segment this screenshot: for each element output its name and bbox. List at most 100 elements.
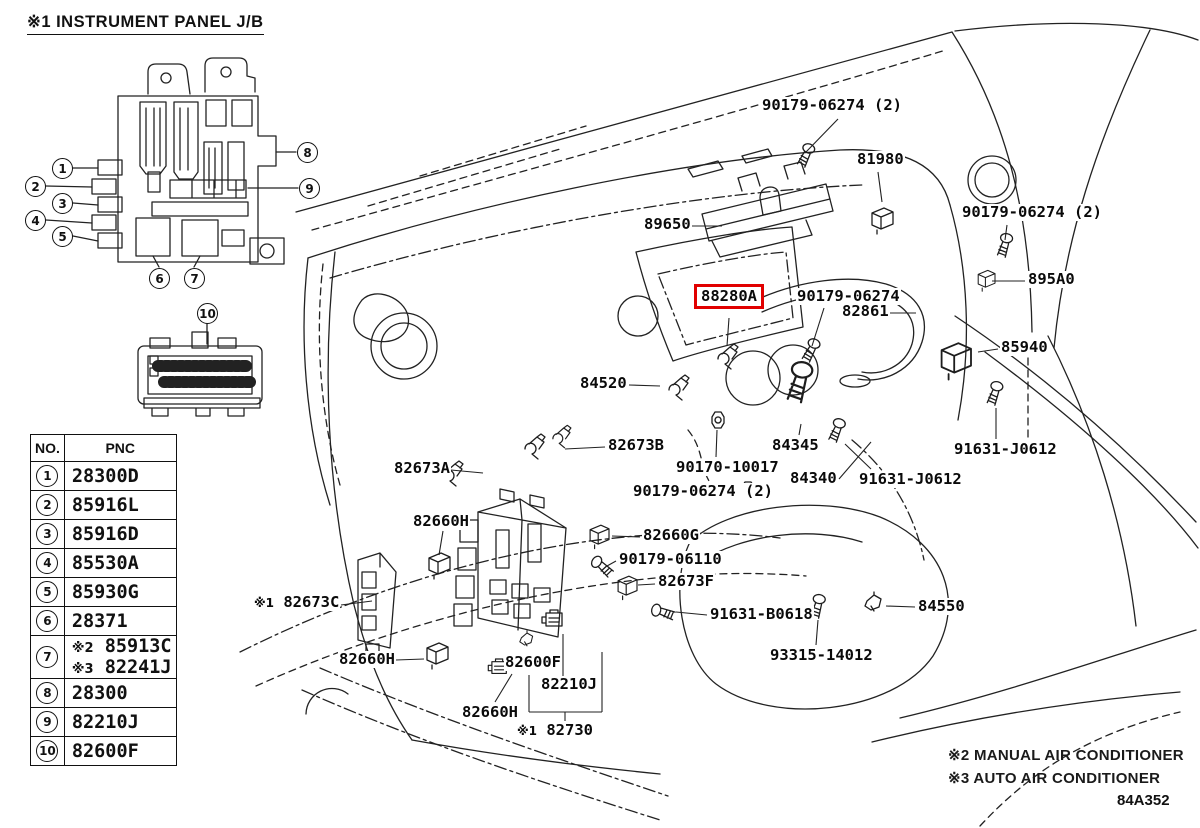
leader-line	[726, 317, 730, 347]
leader-line	[450, 469, 484, 474]
screw-glyph	[986, 380, 1004, 406]
part-label[interactable]: 84340	[789, 469, 838, 488]
screw-glyph	[996, 232, 1014, 258]
leader-line	[628, 384, 661, 387]
callout-8: 8	[297, 142, 318, 163]
row-number: 10	[30, 736, 65, 766]
row-number: 6	[30, 606, 65, 636]
leader-line	[811, 307, 825, 347]
reference-mark: ※1	[517, 724, 538, 738]
pnc-value: 85530A	[63, 548, 177, 578]
screw-glyph	[590, 555, 614, 578]
leader-line	[395, 658, 425, 661]
screw-glyph	[796, 143, 816, 168]
part-label[interactable]: 84345	[771, 436, 820, 455]
sensor-glyph	[717, 343, 739, 370]
part-label[interactable]: 85940	[1000, 338, 1049, 357]
part-label[interactable]: 90170-10017	[675, 458, 780, 477]
part-label[interactable]: 895A0	[1027, 270, 1076, 289]
part-label[interactable]: 91631-J0612	[953, 440, 1058, 459]
pnc-value: 82210J	[63, 707, 177, 737]
leader-line	[715, 429, 718, 458]
part-label[interactable]: ※1 82730	[516, 721, 595, 740]
connector-glyph	[541, 609, 563, 627]
part-label[interactable]: 82660H	[412, 512, 470, 531]
junction-block-drawing	[45, 57, 299, 345]
col-header-no: NO.	[30, 434, 65, 462]
table-row[interactable]: 7※2 85913C※3 82241J	[30, 635, 177, 679]
leader-line	[438, 530, 444, 556]
part-label-highlighted[interactable]: 88280A	[694, 284, 764, 310]
callout-7: 7	[184, 268, 205, 289]
part-label[interactable]: 91631-B0618	[709, 605, 814, 624]
callout-2: 2	[25, 176, 46, 197]
pnc-value: ※2 85913C※3 82241J	[63, 635, 177, 679]
part-label[interactable]: 82660G	[642, 526, 700, 545]
leader-line	[885, 605, 916, 608]
row-number: 4	[30, 548, 65, 578]
part-label[interactable]: 90179-06274 (2)	[761, 96, 903, 115]
nut-glyph	[711, 411, 725, 429]
part-label[interactable]: 93315-14012	[769, 646, 874, 665]
part-label[interactable]: 82660H	[461, 703, 519, 722]
reference-mark: ※3	[71, 662, 94, 677]
screw-glyph	[801, 338, 821, 363]
part-label[interactable]: 91631-J0612	[858, 470, 963, 489]
part-label[interactable]: 90179-06274 (2)	[961, 203, 1103, 222]
part-label[interactable]: 89650	[643, 215, 692, 234]
relay-block-drawing	[357, 552, 397, 656]
sensor-glyph	[524, 433, 546, 460]
part-label[interactable]: 84520	[579, 374, 628, 393]
footnote-1: ※2 MANUAL AIR CONDITIONER	[948, 747, 1184, 764]
leader-line	[340, 600, 373, 606]
figure-code: 84A352	[1117, 792, 1170, 809]
part-label[interactable]: 90179-06110	[618, 550, 723, 569]
part-label[interactable]: 81980	[856, 150, 905, 169]
bolt-glyph	[786, 361, 814, 404]
part-label[interactable]: 82673A	[393, 459, 451, 478]
part-label[interactable]: 82673F	[657, 572, 715, 591]
relay-glyph	[428, 552, 451, 580]
connector-glyph	[487, 658, 507, 674]
clip-glyph	[864, 591, 882, 612]
leader-line	[606, 560, 617, 567]
part-label[interactable]: 90179-06274 (2)	[632, 482, 774, 501]
part-label[interactable]: 82660H	[338, 650, 396, 669]
screw-glyph	[650, 603, 676, 621]
part-label[interactable]: 82673B	[607, 436, 665, 455]
leader-line	[838, 441, 872, 480]
leader-line	[611, 535, 641, 538]
row-number: 8	[30, 678, 65, 708]
relay-glyph	[617, 575, 638, 601]
part-label[interactable]: 84550	[917, 597, 966, 616]
pnc-value: 28371	[63, 606, 177, 636]
reference-mark: ※2	[71, 641, 94, 656]
footnotes: ※2 MANUAL AIR CONDITIONER ※3 AUTO AIR CON…	[948, 746, 1184, 792]
jb-section-title: ※1 INSTRUMENT PANEL J/B	[27, 12, 264, 35]
footnote-2: ※3 AUTO AIR CONDITIONER	[948, 770, 1161, 787]
row-number: 5	[30, 577, 65, 607]
part-label[interactable]: 82210J	[540, 675, 598, 694]
part-label[interactable]: 90179-06274	[796, 287, 901, 306]
part-label[interactable]: 82861	[841, 302, 890, 321]
col-header-pnc: PNC	[63, 434, 177, 462]
reference-mark: ※1	[254, 596, 275, 610]
part-label[interactable]: 82600F	[504, 653, 562, 672]
connector-10-drawing	[137, 331, 263, 417]
callout-1: 1	[52, 158, 73, 179]
relay-glyph	[977, 269, 996, 292]
relay-glyph	[940, 342, 972, 381]
part-label[interactable]: ※1 82673C	[253, 593, 341, 612]
leader-line	[877, 171, 883, 203]
pnc-value: 85930G	[63, 577, 177, 607]
